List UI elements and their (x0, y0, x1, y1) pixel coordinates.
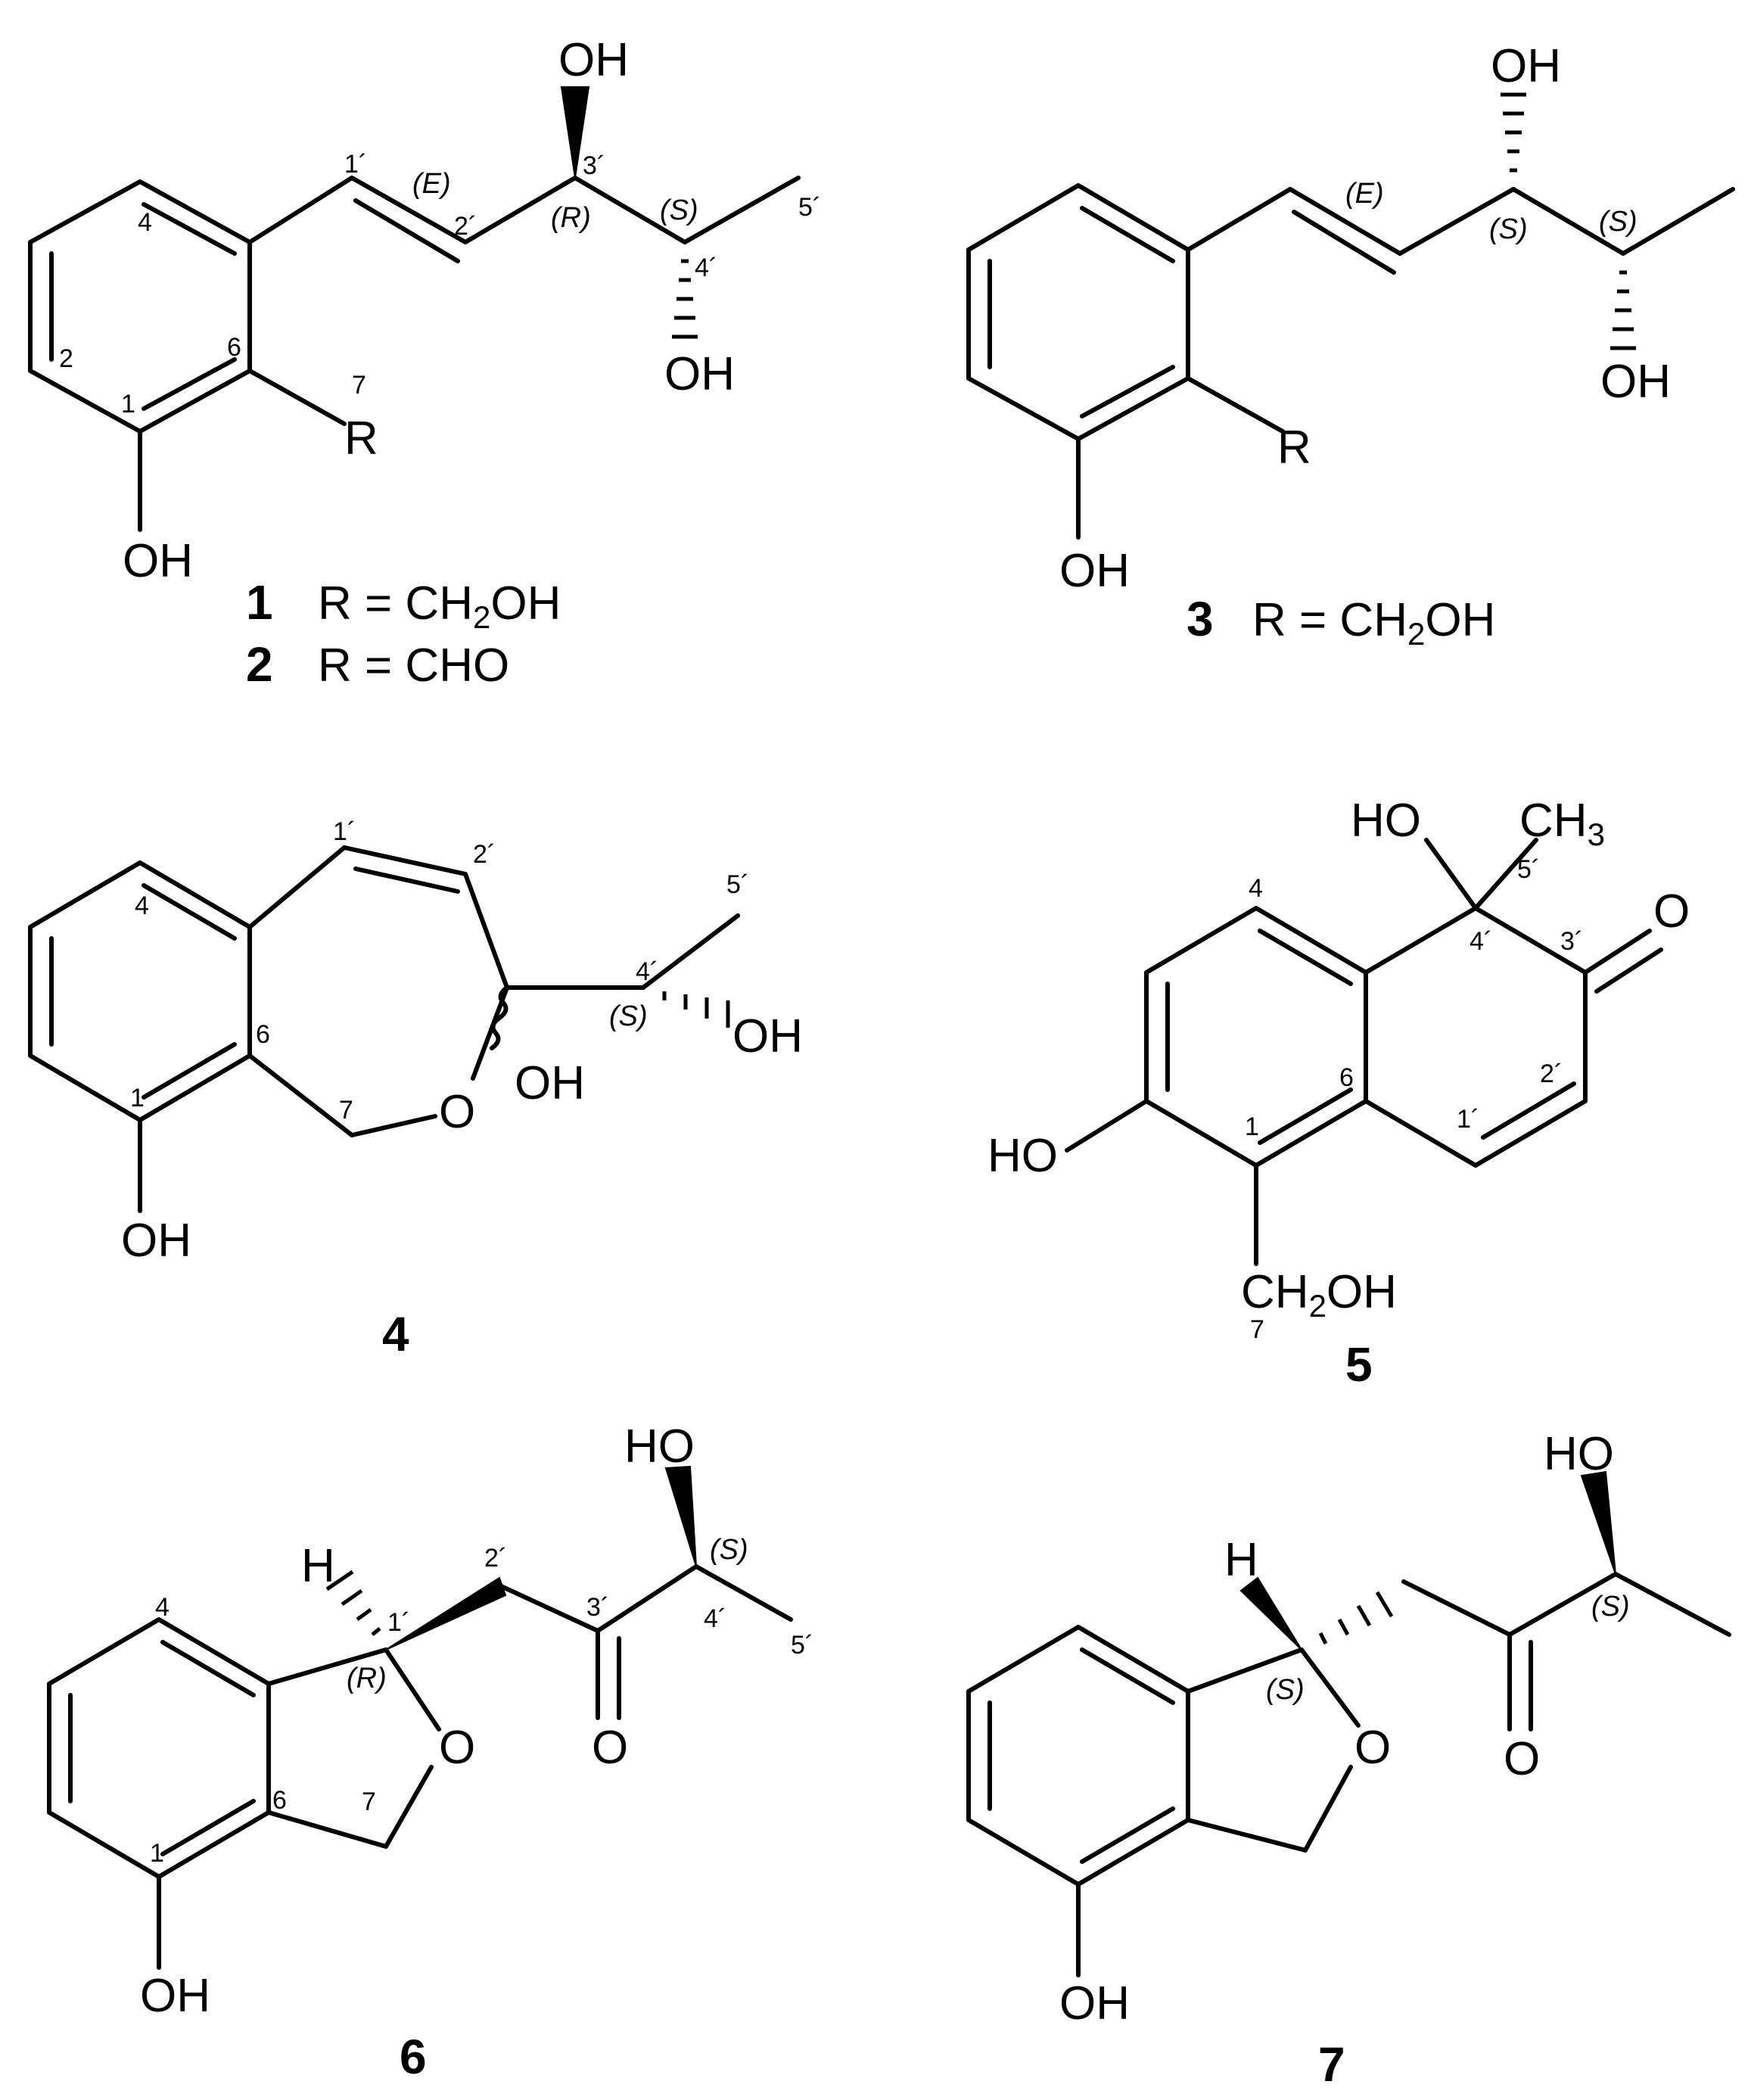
position-number: 1 (130, 1084, 145, 1112)
compound-number: 7 (1318, 2037, 1345, 2092)
compound-3-structure (966, 92, 1735, 540)
hydroxyl-label: OH (123, 535, 193, 587)
compound-6-structure (47, 1465, 793, 1970)
position-number: 4´ (695, 254, 717, 282)
compound-5-structure (1065, 838, 1663, 1266)
position-number: 1 (1245, 1112, 1259, 1141)
hydroxymethyl-label: CH2OH (1241, 1266, 1397, 1324)
r-group-definition: R = CH2OH (1252, 594, 1495, 652)
compound-number: 6 (400, 2030, 427, 2084)
stereo-descriptor: (S) (1489, 213, 1528, 245)
position-number: 4 (155, 1593, 170, 1622)
stereo-descriptor: (S) (609, 1000, 648, 1032)
hash-bond (662, 991, 730, 1028)
position-number: 6 (1339, 1063, 1354, 1092)
position-number: 2 (59, 344, 73, 373)
hydrogen-label: H (301, 1540, 335, 1592)
hydroxyl-label: OH (664, 348, 735, 400)
compound-7-structure (966, 1470, 1731, 1977)
position-number: 5´ (798, 193, 821, 222)
hydroxyl-label: OH (140, 1970, 210, 2022)
position-number: 1´ (387, 1608, 410, 1637)
r-group-label: R (1277, 422, 1311, 474)
position-number: 3´ (583, 151, 605, 180)
position-number: 7 (1250, 1315, 1264, 1344)
ketone-oxygen-label: O (592, 1722, 628, 1774)
position-number: 4´ (1470, 927, 1492, 956)
compound-4-structure (28, 845, 740, 1213)
position-number: 2´ (454, 212, 477, 241)
stereo-descriptor: (R) (347, 1663, 387, 1694)
position-number: 2´ (473, 840, 496, 869)
position-number: 4´ (636, 957, 658, 986)
stereo-descriptor: (S) (660, 194, 698, 226)
compound-number: 4 (382, 1307, 409, 1361)
hash-bond (1501, 92, 1526, 173)
hash-bond (1610, 270, 1636, 350)
position-number: 5´ (791, 1631, 813, 1660)
position-number: 4 (138, 208, 152, 237)
ring-oxygen-label: O (1354, 1722, 1391, 1774)
ring-oxygen-label: O (439, 1722, 475, 1774)
position-number: 7 (352, 371, 366, 400)
position-number: 4 (135, 891, 149, 920)
stereo-descriptor: (S) (1599, 206, 1637, 238)
hash-bond (325, 1570, 381, 1636)
stereo-descriptor: (S) (1591, 1591, 1630, 1622)
hydroxyl-label: OH (558, 34, 629, 86)
hydroxyl-label: HO (987, 1130, 1058, 1182)
hash-bond (1318, 1591, 1394, 1645)
compound-number: 5 (1345, 1337, 1373, 1392)
position-number: 4´ (704, 1604, 726, 1633)
position-number: 7 (362, 1787, 376, 1816)
hydroxyl-label: OH (1059, 545, 1130, 597)
ketone-oxygen-label: O (1653, 885, 1690, 938)
position-number: 6 (227, 333, 241, 362)
position-number: 6 (256, 1020, 270, 1049)
r-group-definition: R = CHO (318, 639, 509, 692)
hydroxyl-label: HO (624, 1420, 695, 1473)
hydroxyl-label: OH (732, 1010, 803, 1062)
position-number: 2´ (484, 1544, 507, 1573)
hydroxyl-label: OH (1491, 40, 1561, 92)
compound-number: 1 (246, 575, 273, 630)
compound-number: 2 (246, 637, 273, 692)
ring-oxygen-label: O (439, 1086, 475, 1138)
hash-bond (672, 259, 698, 339)
hydroxyl-label: OH (515, 1057, 585, 1109)
r-group-definition: R = CH2OH (318, 577, 561, 635)
hydroxyl-label: OH (121, 1215, 191, 1267)
position-number: 4 (1249, 874, 1263, 903)
compound-number: 3 (1187, 592, 1214, 646)
stereo-descriptor: (R) (551, 202, 591, 234)
stereo-descriptor: (E) (1345, 178, 1384, 210)
stereo-descriptor: (S) (710, 1534, 748, 1566)
position-number: 1´ (344, 150, 367, 179)
methyl-label: CH3 (1519, 795, 1605, 852)
stereo-descriptor: (E) (412, 168, 451, 200)
position-number: 6 (272, 1786, 287, 1815)
position-number: 3´ (586, 1593, 609, 1622)
position-number: 1 (150, 1839, 164, 1868)
hydroxyl-label: HO (1351, 795, 1421, 847)
position-number: 5´ (726, 870, 749, 899)
position-number: 3´ (1560, 927, 1583, 956)
hydrogen-label: H (1224, 1534, 1258, 1586)
hydroxyl-label: OH (1600, 356, 1671, 408)
r-group-label: R (344, 412, 378, 465)
compound-1-structure (28, 86, 801, 532)
ketone-oxygen-label: O (1504, 1733, 1540, 1785)
stereo-descriptor: (S) (1266, 1674, 1305, 1706)
position-number: 1´ (333, 817, 356, 846)
position-number: 1´ (1457, 1105, 1479, 1134)
position-number: 7 (339, 1096, 353, 1125)
hydroxyl-label: OH (1059, 1977, 1130, 2030)
position-number: 2´ (1540, 1059, 1563, 1088)
position-number: 1 (121, 390, 135, 418)
position-number: 5´ (1517, 855, 1540, 884)
hydroxyl-label: HO (1544, 1428, 1614, 1480)
